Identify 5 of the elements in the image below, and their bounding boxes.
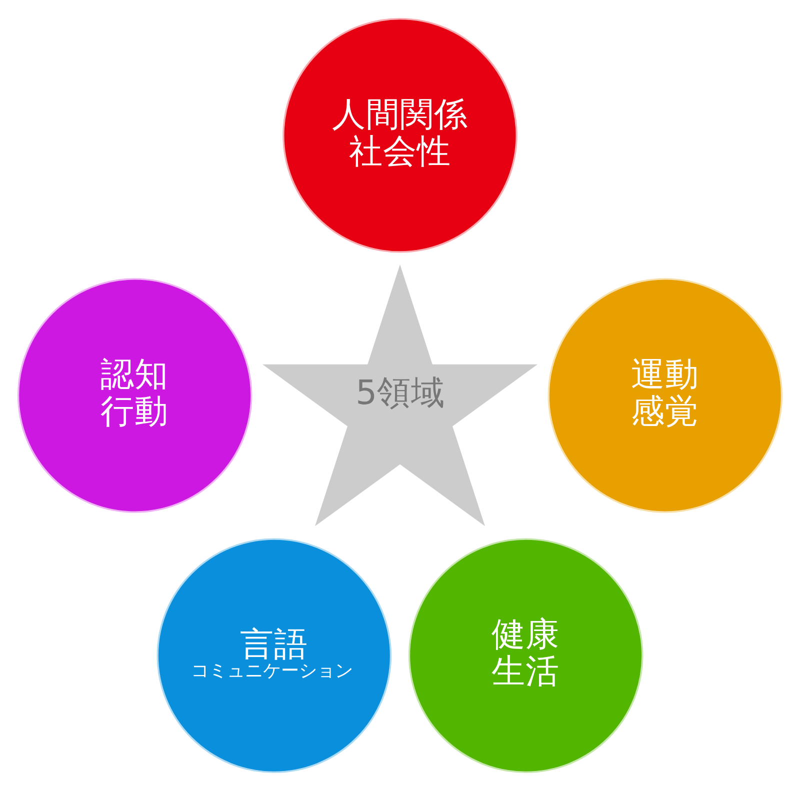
- node-circle: 認知 行動: [16, 276, 254, 514]
- node-circle: 健康 生活: [406, 536, 645, 774]
- node-circle: 運動 感覚: [546, 276, 784, 514]
- node-circle: 言語 コミュニケーション: [155, 536, 394, 774]
- node-circle: 人間関係 社会性: [280, 16, 520, 254]
